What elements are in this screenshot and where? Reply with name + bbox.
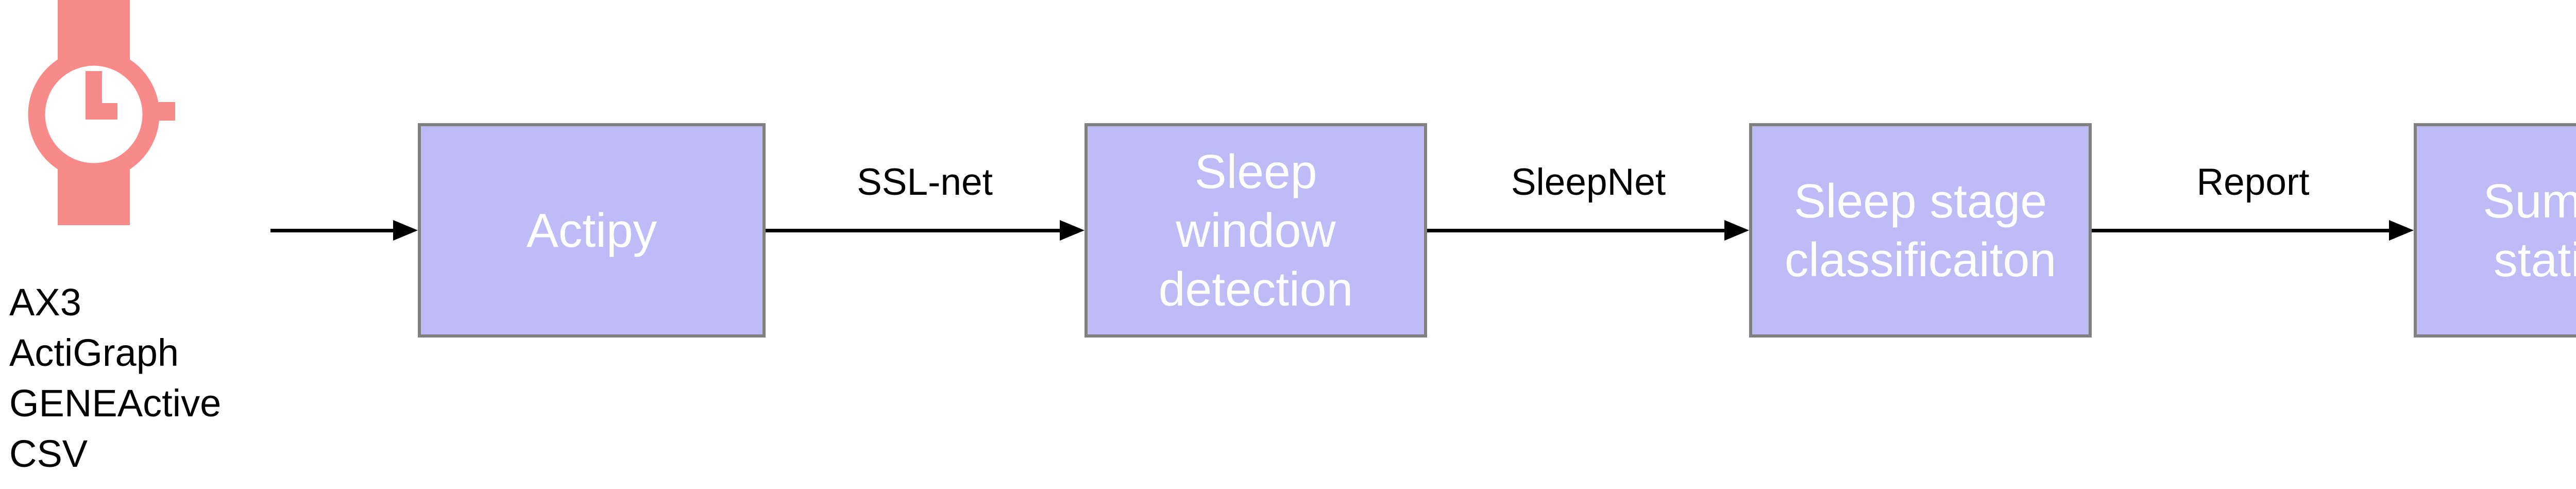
input-format-item: ActiGraph <box>9 331 179 374</box>
arrow-shaft <box>1427 229 1726 232</box>
wrist-watch-icon <box>28 0 175 225</box>
node-summary-statistics: Summary statistics <box>2414 123 2576 338</box>
edge-label-sleepnet: SleepNet <box>1511 161 1666 203</box>
flow-arrow-input-to-actipy <box>270 220 418 241</box>
arrow-shaft <box>270 229 395 232</box>
arrow-shaft <box>2092 229 2391 232</box>
node-sleep-window-detection: Sleep window detection <box>1084 123 1427 338</box>
node-sleep-stage-classification: Sleep stage classificaiton <box>1749 123 2092 338</box>
arrowhead-icon <box>1060 220 1084 241</box>
flow-arrow-window-to-stage <box>1427 220 1749 241</box>
arrow-shaft <box>766 229 1062 232</box>
flow-arrow-stage-to-summary <box>2092 220 2414 241</box>
input-format-item: GENEActive <box>9 382 222 425</box>
edge-label-report: Report <box>2196 161 2310 203</box>
node-actipy: Actipy <box>418 123 766 338</box>
input-format-item: CSV <box>9 432 88 475</box>
arrowhead-icon <box>1724 220 1749 241</box>
input-format-list: AX3 ActiGraph GENEActive CSV <box>9 277 221 479</box>
edge-label-ssl-net: SSL-net <box>857 161 993 203</box>
arrowhead-icon <box>2389 220 2414 241</box>
input-format-item: AX3 <box>9 281 81 324</box>
arrowhead-icon <box>393 220 418 241</box>
flow-arrow-actipy-to-sleep-window <box>766 220 1084 241</box>
watch-hand-hour <box>86 103 117 120</box>
